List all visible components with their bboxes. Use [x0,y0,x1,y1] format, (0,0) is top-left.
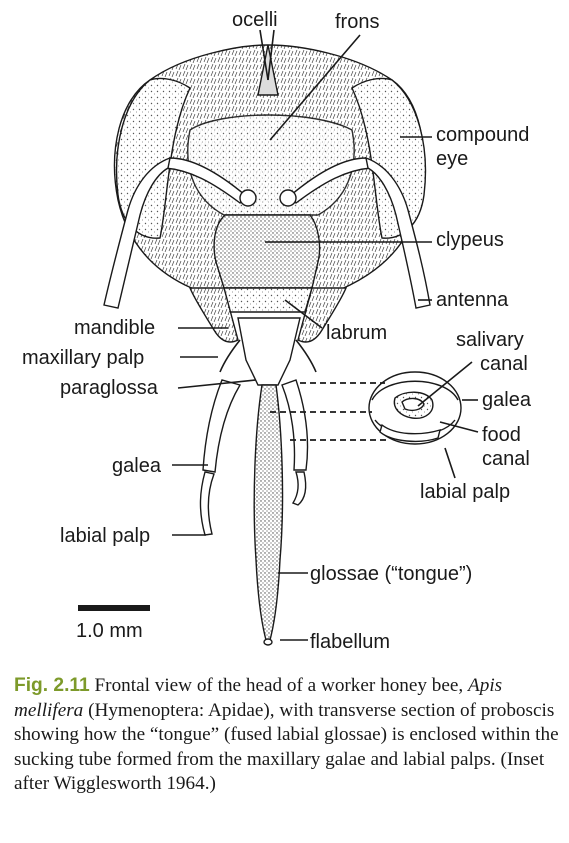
caption-species: Apis mellifera [14,675,503,721]
label-galea-left: galea [112,455,162,477]
dashed-leaders [270,382,388,441]
label-scale: 1.0 mm [76,620,143,642]
compound-eye-right [351,77,427,239]
labial-palp-left [199,471,215,536]
label-labial-palp-right: labial palp [420,481,510,503]
label-maxillary-palp: maxillary palp [22,347,144,369]
antenna-left [103,156,257,309]
leader-lines [172,29,479,641]
label-glossae: glossae (“tongue”) [310,563,472,585]
label-compound-eye-1: compound [436,124,529,146]
galea-left [202,379,242,473]
label-flabellum: flabellum [310,631,390,653]
label-clypeus: clypeus [436,229,504,251]
label-ocelli: ocelli [232,9,278,31]
label-paraglossa: paraglossa [60,377,159,399]
clypeus [213,214,321,289]
label-antenna: antenna [436,289,509,311]
label-labial-palp-left: labial palp [60,525,150,547]
caption-text-1: Frontal view of the head of a worker hon… [94,675,464,696]
label-frons: frons [335,11,379,33]
ocelli [257,44,279,96]
label-labrum: labrum [326,322,387,344]
caption-text-2: (Hymenoptera: Apidae), with transverse s… [14,699,559,795]
label-galea-right: galea [482,389,532,411]
bee-head-diagram: ocelli frons compound eye clypeus antenn… [22,9,532,653]
label-food-canal-1: food [482,424,521,446]
label-salivary-canal-1: salivary [456,329,524,351]
glossae [253,384,284,641]
scale-bar [78,605,150,611]
labrum [223,287,313,313]
figure-number: Fig. 2.11 [14,675,90,696]
figure-caption: Fig. 2.11 Frontal view of the head of a … [14,674,559,797]
label-food-canal-2: canal [482,448,530,470]
label-compound-eye-2: eye [436,148,468,170]
label-salivary-canal-2: canal [480,353,528,375]
mandible-right [297,287,348,343]
label-mandible: mandible [74,317,155,339]
antenna-right [279,156,431,309]
galea-right-structure [281,379,309,471]
